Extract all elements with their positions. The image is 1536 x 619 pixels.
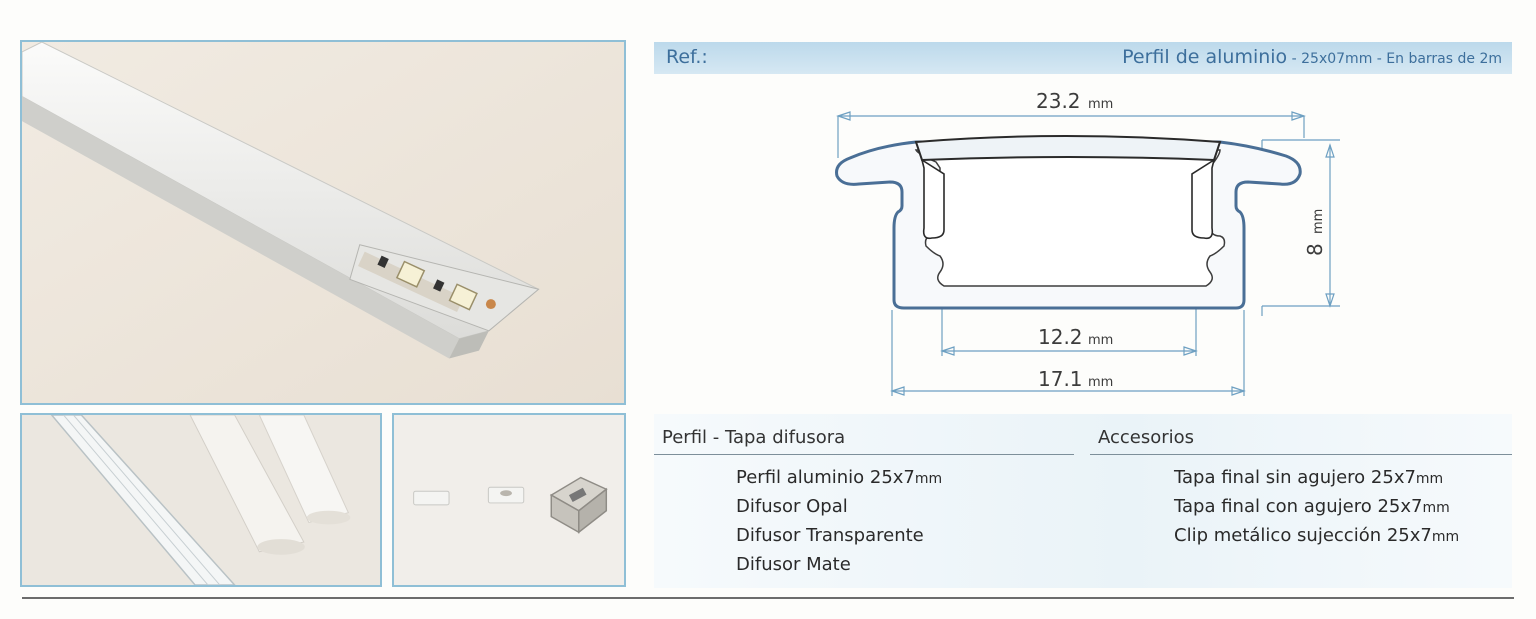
dim-top-unit: mm — [1088, 97, 1113, 112]
dimension-lines — [836, 111, 1340, 396]
product-title-detail: - 25x07mm - En barras de 2m — [1287, 51, 1502, 67]
led-profile-photo-drawing — [22, 42, 624, 403]
accessories-photo-drawing — [394, 415, 624, 585]
profile-cross-section-diagram: 23.2 mm 8 mm 12.2 mm 17.1 mm — [654, 78, 1512, 410]
list-item: Difusor Transparente — [736, 522, 942, 551]
list-item-unit: mm — [1431, 529, 1460, 545]
main-product-photo — [20, 40, 626, 405]
cross-section-drawing: 23.2 mm 8 mm 12.2 mm 17.1 mm — [835, 89, 1340, 396]
list-item-text: Difusor Transparente — [736, 525, 924, 546]
dim-inner-unit: mm — [1088, 333, 1113, 348]
list-item-text: Difusor Opal — [736, 496, 848, 517]
product-title: Perfil de aluminio - 25x07mm - En barras… — [1122, 46, 1502, 68]
list-item: Clip metálico sujección 25x7mm — [1174, 522, 1459, 551]
list-item-unit: mm — [914, 471, 943, 487]
dim-outer-label: 17.1 — [1038, 367, 1083, 391]
dim-inner-label: 12.2 — [1038, 325, 1083, 349]
list-item: Tapa final sin agujero 25x7mm — [1174, 464, 1459, 493]
perfil-section-heading: Perfil - Tapa difusora — [654, 427, 1074, 455]
dim-height-label: 8 — [1303, 243, 1327, 256]
diffuser-right-leg — [1191, 158, 1216, 240]
page-bottom-divider — [22, 597, 1514, 599]
diffuser-cap — [914, 135, 1222, 162]
perfil-items-list: Perfil aluminio 25x7mm Difusor Opal Difu… — [736, 464, 942, 580]
accesorios-section-heading: Accesorios — [1090, 427, 1512, 455]
product-title-main: Perfil de aluminio — [1122, 46, 1288, 68]
list-item: Difusor Opal — [736, 493, 942, 522]
dim-height-unit: mm — [1311, 209, 1326, 234]
dim-outer-unit: mm — [1088, 375, 1113, 390]
diffusers-photo — [20, 413, 382, 587]
accesorios-items-list: Tapa final sin agujero 25x7mm Tapa final… — [1174, 464, 1459, 551]
profile-inner-channel — [914, 149, 1226, 287]
list-item-text: Tapa final sin agujero 25x7 — [1174, 467, 1416, 488]
diffusers-photo-drawing — [22, 415, 380, 585]
list-item: Perfil aluminio 25x7mm — [736, 464, 942, 493]
list-item: Tapa final con agujero 25x7mm — [1174, 493, 1459, 522]
dim-top-label: 23.2 — [1036, 89, 1081, 113]
specs-panel-background — [654, 414, 1512, 588]
diffuser-left-leg — [920, 158, 945, 240]
list-item-text: Tapa final con agujero 25x7 — [1174, 496, 1423, 517]
list-item-unit: mm — [1415, 471, 1444, 487]
reference-header-bar: Ref.: Perfil de aluminio - 25x07mm - En … — [654, 42, 1512, 74]
list-item-unit: mm — [1422, 500, 1450, 516]
list-item-text: Perfil aluminio 25x7 — [736, 467, 915, 488]
list-item: Difusor Mate — [736, 551, 942, 580]
list-item-text: Difusor Mate — [736, 554, 851, 575]
ref-label: Ref.: — [666, 46, 708, 68]
list-item-text: Clip metálico sujección 25x7 — [1174, 525, 1432, 546]
accessories-photo — [392, 413, 626, 587]
